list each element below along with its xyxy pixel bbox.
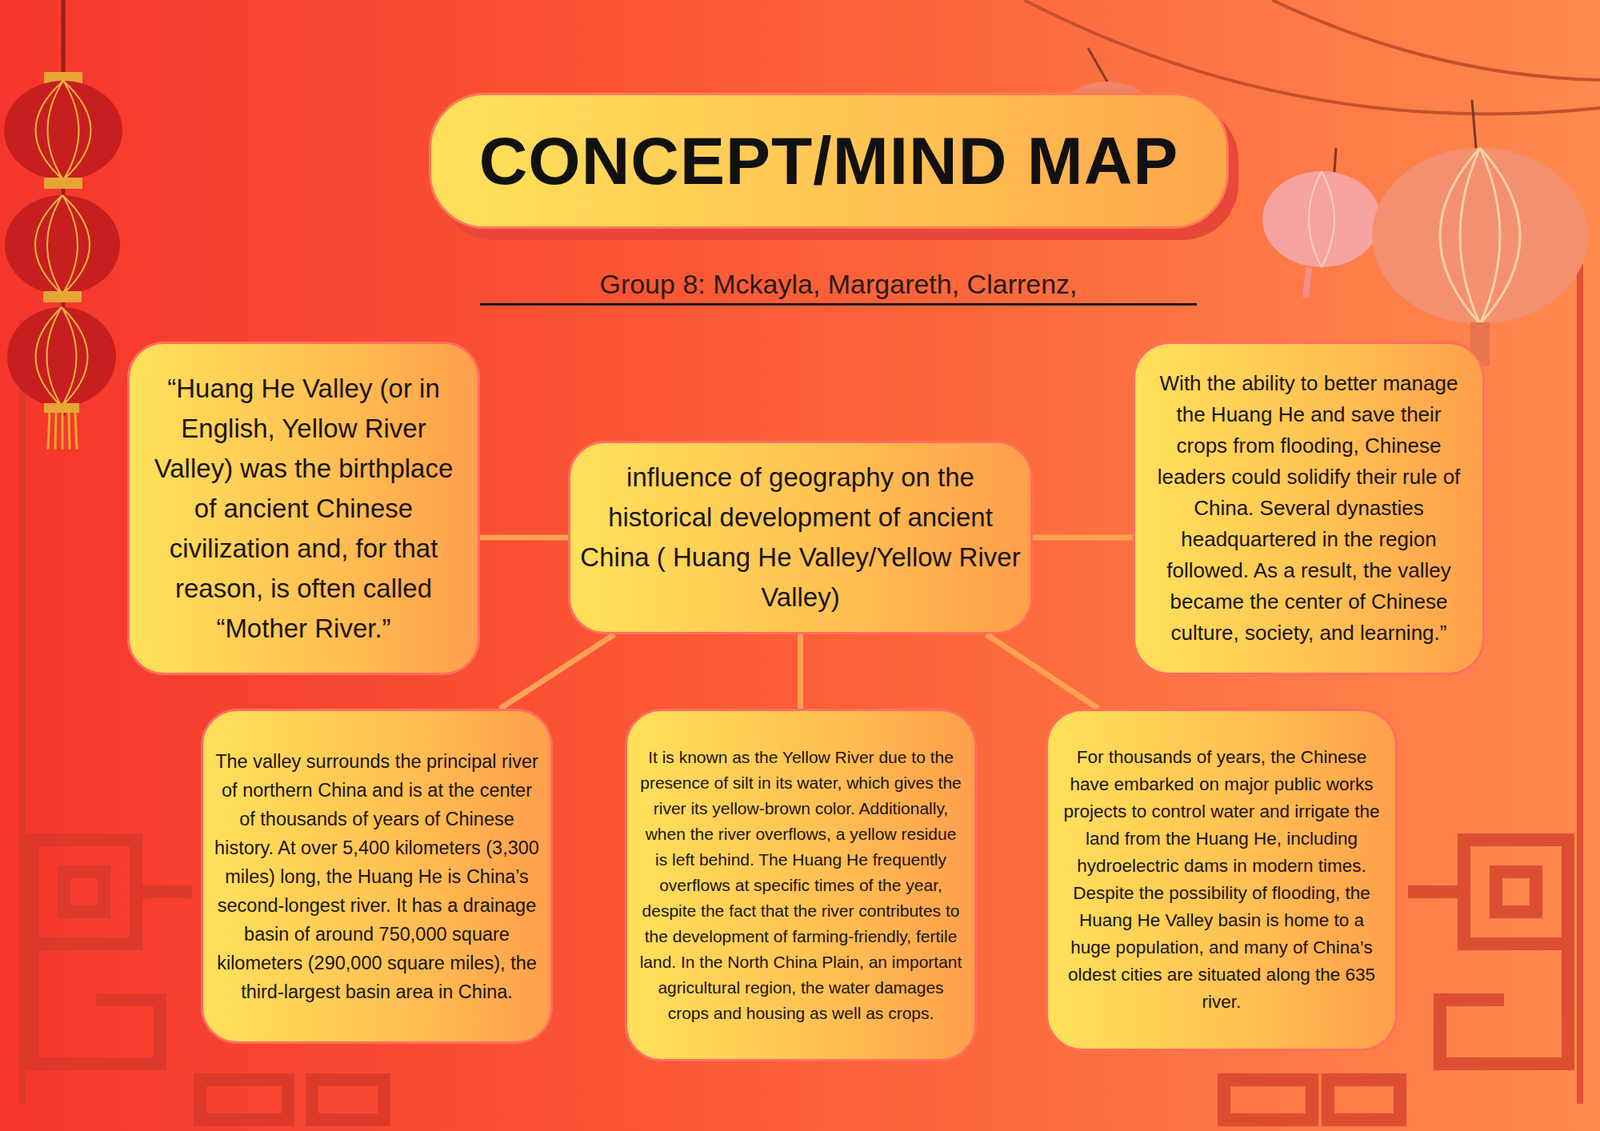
concept-box: With the ability to better manage the Hu…	[1132, 341, 1485, 676]
concept-text: influence of geography on the historical…	[580, 457, 1021, 618]
concept-box: “Huang He Valley (or in English, Yellow …	[127, 341, 480, 676]
concept-box: influence of geography on the historical…	[568, 440, 1033, 635]
concept-text: It is known as the Yellow River due to t…	[638, 744, 964, 1027]
red-lantern	[4, 195, 120, 303]
title-text: CONCEPT/MIND MAP	[479, 122, 1180, 200]
connector-line	[797, 634, 804, 709]
concept-box: The valley surrounds the principal river…	[200, 708, 553, 1044]
side-line	[1576, 264, 1584, 1104]
side-line	[19, 320, 26, 1104]
group-label: Group 8: Mckayla, Margareth, Clarrenz,	[480, 268, 1197, 300]
lantern-string	[4, 0, 123, 450]
red-lantern	[4, 72, 123, 189]
connector-line	[480, 535, 568, 541]
concept-text: “Huang He Valley (or in English, Yellow …	[147, 368, 460, 649]
concept-text: The valley surrounds the principal river…	[214, 747, 540, 1007]
red-lantern	[7, 307, 116, 450]
connector-line	[500, 634, 615, 709]
decorative-arc	[1272, 0, 1600, 80]
peach-lantern	[1372, 100, 1588, 367]
concept-text: With the ability to better manage the Hu…	[1149, 368, 1468, 649]
title-banner: CONCEPT/MIND MAP	[428, 92, 1229, 229]
group-line: Group 8: Mckayla, Margareth, Clarrenz,	[480, 268, 1197, 306]
concept-text: For thousands of years, the Chinese have…	[1060, 744, 1383, 1016]
concept-box: It is known as the Yellow River due to t…	[624, 708, 977, 1062]
connector-line	[986, 634, 1099, 709]
pink-lantern	[1262, 148, 1381, 298]
connector-line	[1032, 535, 1133, 541]
concept-box: For thousands of years, the Chinese have…	[1045, 708, 1398, 1052]
